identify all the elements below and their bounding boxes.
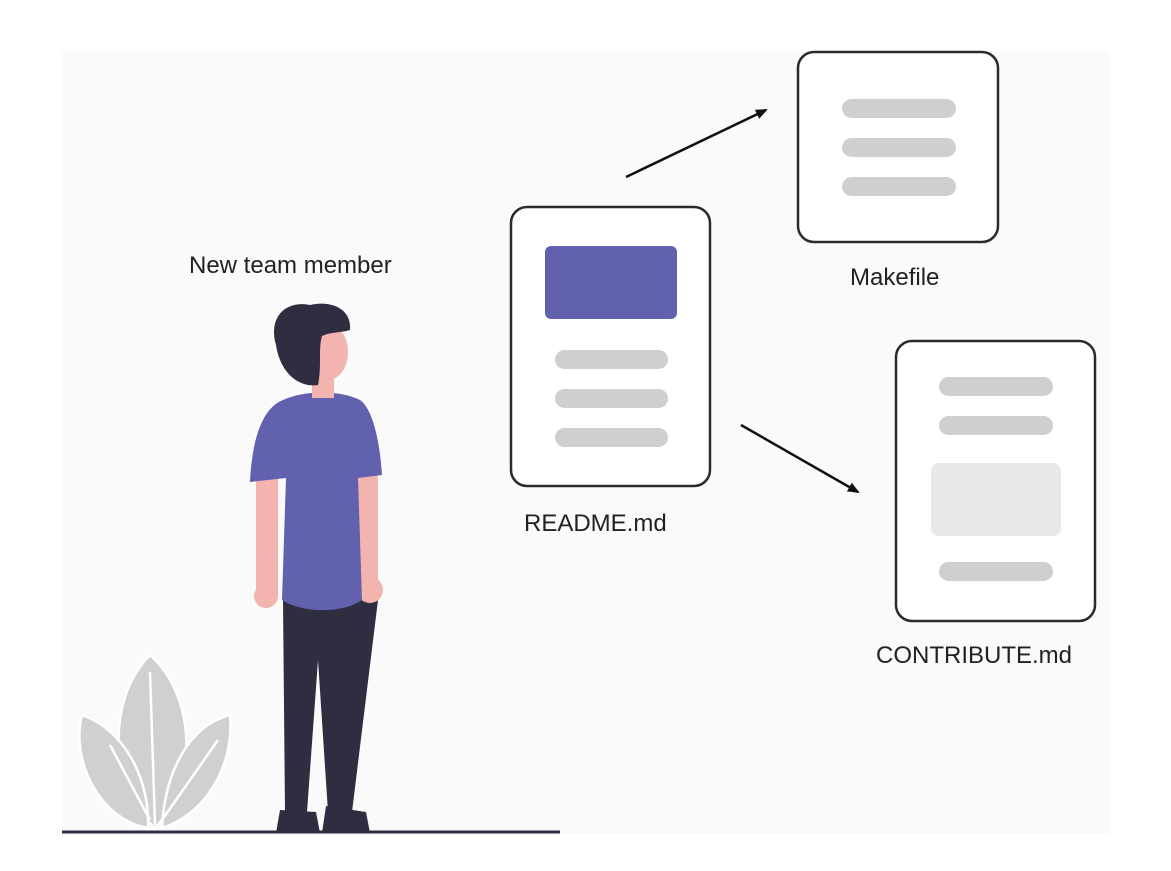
makefile-document: [796, 50, 1000, 244]
readme-document: [509, 205, 712, 488]
arrow-to-contribute: [740, 423, 860, 494]
contribute-content-block: [931, 463, 1061, 536]
person-figure: [250, 303, 383, 833]
arrow-to-makefile: [625, 108, 768, 179]
makefile-label: Makefile: [850, 264, 940, 291]
plant-icon: [78, 653, 232, 830]
readme-header-block: [545, 246, 677, 319]
contribute-document: [894, 339, 1097, 623]
readme-label: README.md: [524, 510, 667, 537]
contribute-label: CONTRIBUTE.md: [876, 642, 1073, 669]
person-label: New team member: [189, 252, 392, 279]
